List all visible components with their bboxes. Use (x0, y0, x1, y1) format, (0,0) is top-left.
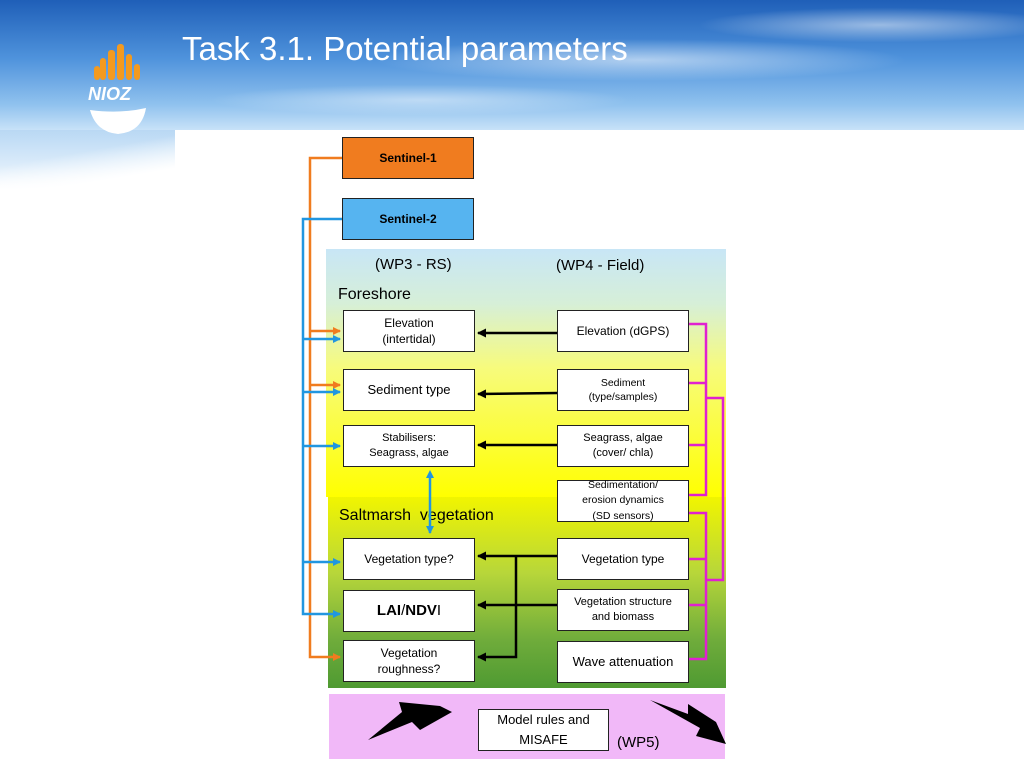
field-structure-line2: and biomass (591, 611, 655, 623)
rs-vegetation-type-label: Vegetation type? (364, 551, 454, 566)
rs-roughness-line1: Vegetation (380, 645, 438, 660)
wp5-label: (WP5) (617, 734, 660, 751)
field-seagrass-line2: (cover/ chla) (592, 447, 654, 459)
slide-title: Task 3.1. Potential parameters (182, 30, 628, 67)
rs-stabilisers-line2: Seagrass, algae (369, 447, 449, 459)
wp3-label: (WP3 - RS) (375, 256, 452, 273)
sentinel-2-box: Sentinel-2 (342, 198, 474, 240)
field-structure-line1: Vegetation structure (574, 596, 672, 609)
field-vegetation-type-label: Vegetation type (581, 551, 665, 566)
wp4-label: (WP4 - Field) (556, 257, 645, 274)
rs-stabilisers-line1: Stabilisers: (382, 432, 436, 445)
nioz-logo-icon (90, 44, 146, 134)
field-elevation-box: Elevation (dGPS) (557, 310, 689, 352)
lai-label: LAI (376, 601, 402, 619)
side-fade (0, 128, 175, 192)
rs-sediment-type-box: Sediment type (343, 369, 475, 411)
field-structure-box: Vegetation structure and biomass (557, 589, 689, 631)
foreshore-label: Foreshore (338, 286, 411, 303)
rs-sediment-type-label: Sediment type (367, 382, 451, 398)
field-sediment-line2: (type/samples) (588, 391, 658, 403)
logo-text: NIOZ (88, 84, 131, 104)
sentinel-2-label: Sentinel-2 (379, 212, 437, 226)
rs-roughness-line2: roughness? (377, 662, 441, 676)
rs-roughness-box: Vegetation roughness? (343, 640, 475, 682)
field-sedimentation-line1: Sedimentation/ (587, 479, 659, 492)
ndvi-label: NDV (405, 601, 437, 619)
rs-vegetation-type-box: Vegetation type? (343, 538, 475, 580)
field-wave-box: Wave attenuation (557, 641, 689, 683)
field-sedimentation-box: Sedimentation/erosion dynamics (SD sensor… (557, 479, 689, 522)
model-line2: MISAFE (519, 732, 568, 747)
field-vegetation-type-box: Vegetation type (557, 538, 689, 580)
sentinel-1-label: Sentinel-1 (379, 151, 437, 165)
field-seagrass-line1: Seagrass, algae (583, 432, 663, 445)
lai-separator: / (401, 601, 406, 619)
rs-stabilisers-box: Stabilisers: Seagrass, algae (343, 425, 475, 467)
sentinel-1-box: Sentinel-1 (342, 137, 474, 179)
rs-elevation-line2: (intertidal) (382, 332, 436, 346)
field-sediment-box: Sediment (type/samples) (557, 369, 689, 411)
field-sedimentation-line3: (SD sensors) (592, 509, 654, 522)
rs-elevation-box: Elevation (intertidal) (343, 310, 475, 352)
ndvi-suffix: I (436, 601, 442, 619)
field-elevation-label: Elevation (dGPS) (576, 323, 670, 338)
saltmarsh-label: Saltmarsh vegetation (339, 507, 494, 524)
model-line1: Model rules and (497, 711, 590, 727)
header-background (0, 0, 1024, 130)
field-seagrass-box: Seagrass, algae (cover/ chla) (557, 425, 689, 467)
field-wave-label: Wave attenuation (572, 654, 674, 670)
rs-elevation-line1: Elevation (384, 315, 434, 330)
field-sediment-line1: Sediment (600, 376, 646, 389)
field-sedimentation-line2: erosion dynamics (582, 494, 664, 507)
